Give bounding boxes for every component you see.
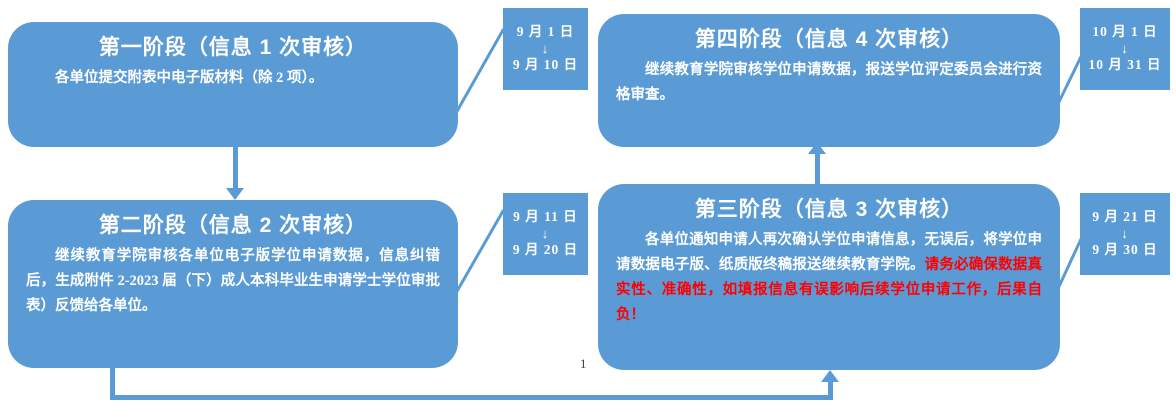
datebox-3-arrow-icon: ↓ (1121, 225, 1129, 241)
stage-box-3[interactable]: 第三阶段（信息 3 次审核） 各单位通知申请人再次确认学位申请信息，无误后，将学… (598, 184, 1060, 370)
datebox-4-end: 10 月 31 日 (1088, 57, 1162, 73)
page-number: 1 (580, 356, 587, 371)
datebox-3-start: 9 月 21 日 (1092, 208, 1158, 224)
connector-stage3-stage4-line (815, 152, 820, 186)
datebox-stage-3[interactable]: 9 月 21 日 ↓ 9 月 30 日 (1080, 193, 1170, 275)
datebox-2-arrow-icon: ↓ (541, 225, 550, 241)
datebox-4-start: 10 月 1 日 (1092, 23, 1158, 39)
stage-3-body-plain: 各单位通知申请人再次确认学位申请信息，无误后，将学位申请数据电子版、纸质版终稿报… (616, 232, 1042, 274)
connector-stage2-stage3-arrowhead-icon (821, 370, 839, 382)
datebox-1-end: 9 月 10 日 (512, 57, 579, 73)
datebox-2-start: 9 月 11 日 (513, 208, 578, 224)
stage-box-4[interactable]: 第四阶段（信息 4 次审核） 继续教育学院审核学位申请数据，报送学位评定委员会进… (598, 14, 1060, 147)
stage-3-title: 第三阶段（信息 3 次审核） (694, 198, 964, 221)
connector-stage2-stage3-down-segment (110, 368, 115, 400)
datebox-stage-1[interactable]: 9 月 1 日 ↓ 9 月 10 日 (503, 8, 588, 90)
stage-3-body-warning: 请务必确保数据真实性、准确性，如填报信息有误影响后续学位申请工作，后果自负！ (616, 257, 1042, 324)
datebox-stage-2[interactable]: 9 月 11 日 ↓ 9 月 20 日 (503, 193, 588, 275)
datebox-3-end: 9 月 30 日 (1092, 242, 1158, 258)
connector-stage2-stage3-horizontal-segment (110, 395, 833, 400)
stage-2-body: 继续教育学院审核各单位电子版学位申请数据，信息纠错后，生成附件 2-2023 届… (26, 248, 440, 315)
connector-stage1-stage2-line (233, 147, 238, 189)
stage-box-2[interactable]: 第二阶段（信息 2 次审核） 继续教育学院审核各单位电子版学位申请数据，信息纠错… (8, 200, 458, 368)
datebox-2-end: 9 月 20 日 (512, 242, 579, 258)
stage-4-title: 第四阶段（信息 4 次审核） (694, 28, 964, 51)
stage-3-body: 各单位通知申请人再次确认学位申请信息，无误后，将学位申请数据电子版、纸质版终稿报… (616, 228, 1042, 328)
stage-1-body: 各单位提交附表中电子版材料（除 2 项）。 (55, 70, 324, 87)
connector-stage2-stage3-up-segment (828, 382, 833, 400)
stage-4-body: 继续教育学院审核学位申请数据，报送学位评定委员会进行资格审查。 (616, 62, 1042, 104)
connector-stage1-stage2-arrowhead-icon (226, 188, 244, 200)
datebox-1-start: 9 月 1 日 (516, 23, 575, 39)
stage-box-1[interactable]: 第一阶段（信息 1 次审核） 各单位提交附表中电子版材料（除 2 项）。 (8, 22, 458, 147)
connector-stage3-stage4-arrowhead-icon (808, 142, 826, 154)
stage-2-title: 第二阶段（信息 2 次审核） (98, 214, 368, 237)
datebox-1-arrow-icon: ↓ (541, 40, 550, 56)
stage-1-title: 第一阶段（信息 1 次审核） (98, 36, 368, 59)
datebox-stage-4[interactable]: 10 月 1 日 ↓ 10 月 31 日 (1080, 8, 1170, 90)
datebox-4-arrow-icon: ↓ (1121, 40, 1129, 56)
